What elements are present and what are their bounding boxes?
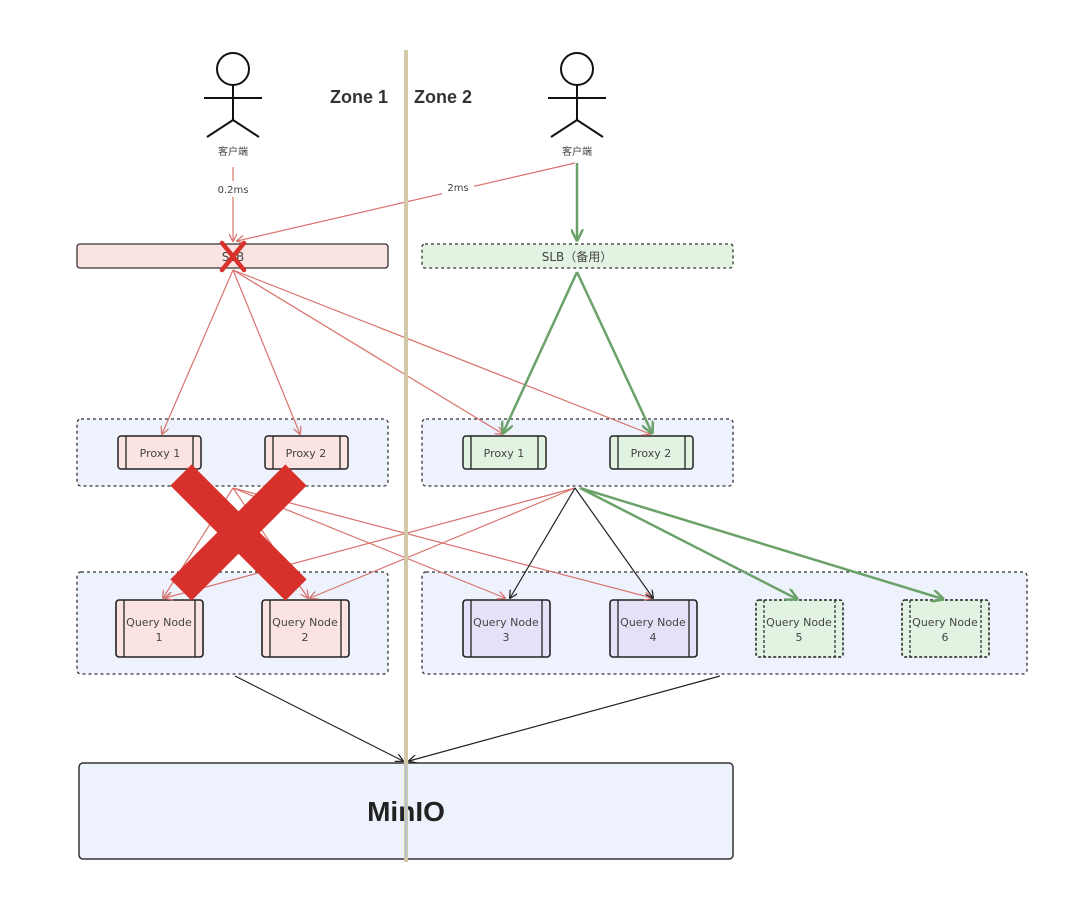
query-node-1: Query Node 1 — [115, 599, 204, 658]
querynode-group-zone2 — [421, 571, 1028, 675]
green-connectors — [503, 163, 943, 599]
query-node-line1: Query Node — [912, 616, 978, 629]
client-actor-left-icon — [204, 52, 262, 138]
query-node-2: Query Node 2 — [261, 599, 350, 658]
latency-remote: 2ms — [447, 183, 468, 194]
query-node-line1: Query Node — [272, 616, 338, 629]
proxy-node-zone2-1: Proxy 1 — [462, 435, 547, 470]
client-label-right: 客户端 — [562, 145, 592, 158]
proxy-label: Proxy 1 — [484, 447, 525, 460]
slb-failure-cross-icon — [219, 240, 247, 273]
slb-backup-label: SLB（备用） — [542, 250, 613, 264]
query-node-6: Query Node 6 — [901, 599, 990, 658]
proxy-label: Proxy 2 — [286, 447, 327, 460]
proxy-node-zone1-2: Proxy 2 — [264, 435, 349, 470]
query-node-3: Query Node 3 — [462, 599, 551, 658]
latency-local-bg — [212, 181, 254, 197]
query-node-line1: Query Node — [473, 616, 539, 629]
query-node-4: Query Node 4 — [609, 599, 698, 658]
query-node-line2: 1 — [156, 631, 163, 644]
query-node-line2: 4 — [650, 631, 657, 644]
proxy-node-zone1-1: Proxy 1 — [117, 435, 202, 470]
black-connectors — [234, 487, 721, 761]
query-node-line2: 5 — [796, 631, 803, 644]
query-node-5: Query Node 5 — [755, 599, 844, 658]
query-node-line2: 2 — [302, 631, 309, 644]
slb-backup — [421, 243, 734, 269]
proxy-node-zone2-2: Proxy 2 — [609, 435, 694, 470]
proxy-zone1-failure-cross-icon — [170, 464, 307, 601]
proxy-label: Proxy 1 — [140, 447, 181, 460]
query-node-line2: 6 — [942, 631, 949, 644]
zone-divider — [404, 50, 408, 862]
zone-1-label: Zone 1 — [330, 87, 388, 107]
latency-remote-bg — [442, 179, 474, 195]
proxy-label: Proxy 2 — [631, 447, 672, 460]
latency-local: 0.2ms — [218, 185, 249, 196]
client-actor-right-icon — [548, 52, 606, 138]
query-node-line1: Query Node — [766, 616, 832, 629]
query-node-line1: Query Node — [126, 616, 192, 629]
zone-2-label: Zone 2 — [414, 87, 472, 107]
query-node-line1: Query Node — [620, 616, 686, 629]
query-node-line2: 3 — [503, 631, 510, 644]
client-label-left: 客户端 — [218, 145, 248, 158]
